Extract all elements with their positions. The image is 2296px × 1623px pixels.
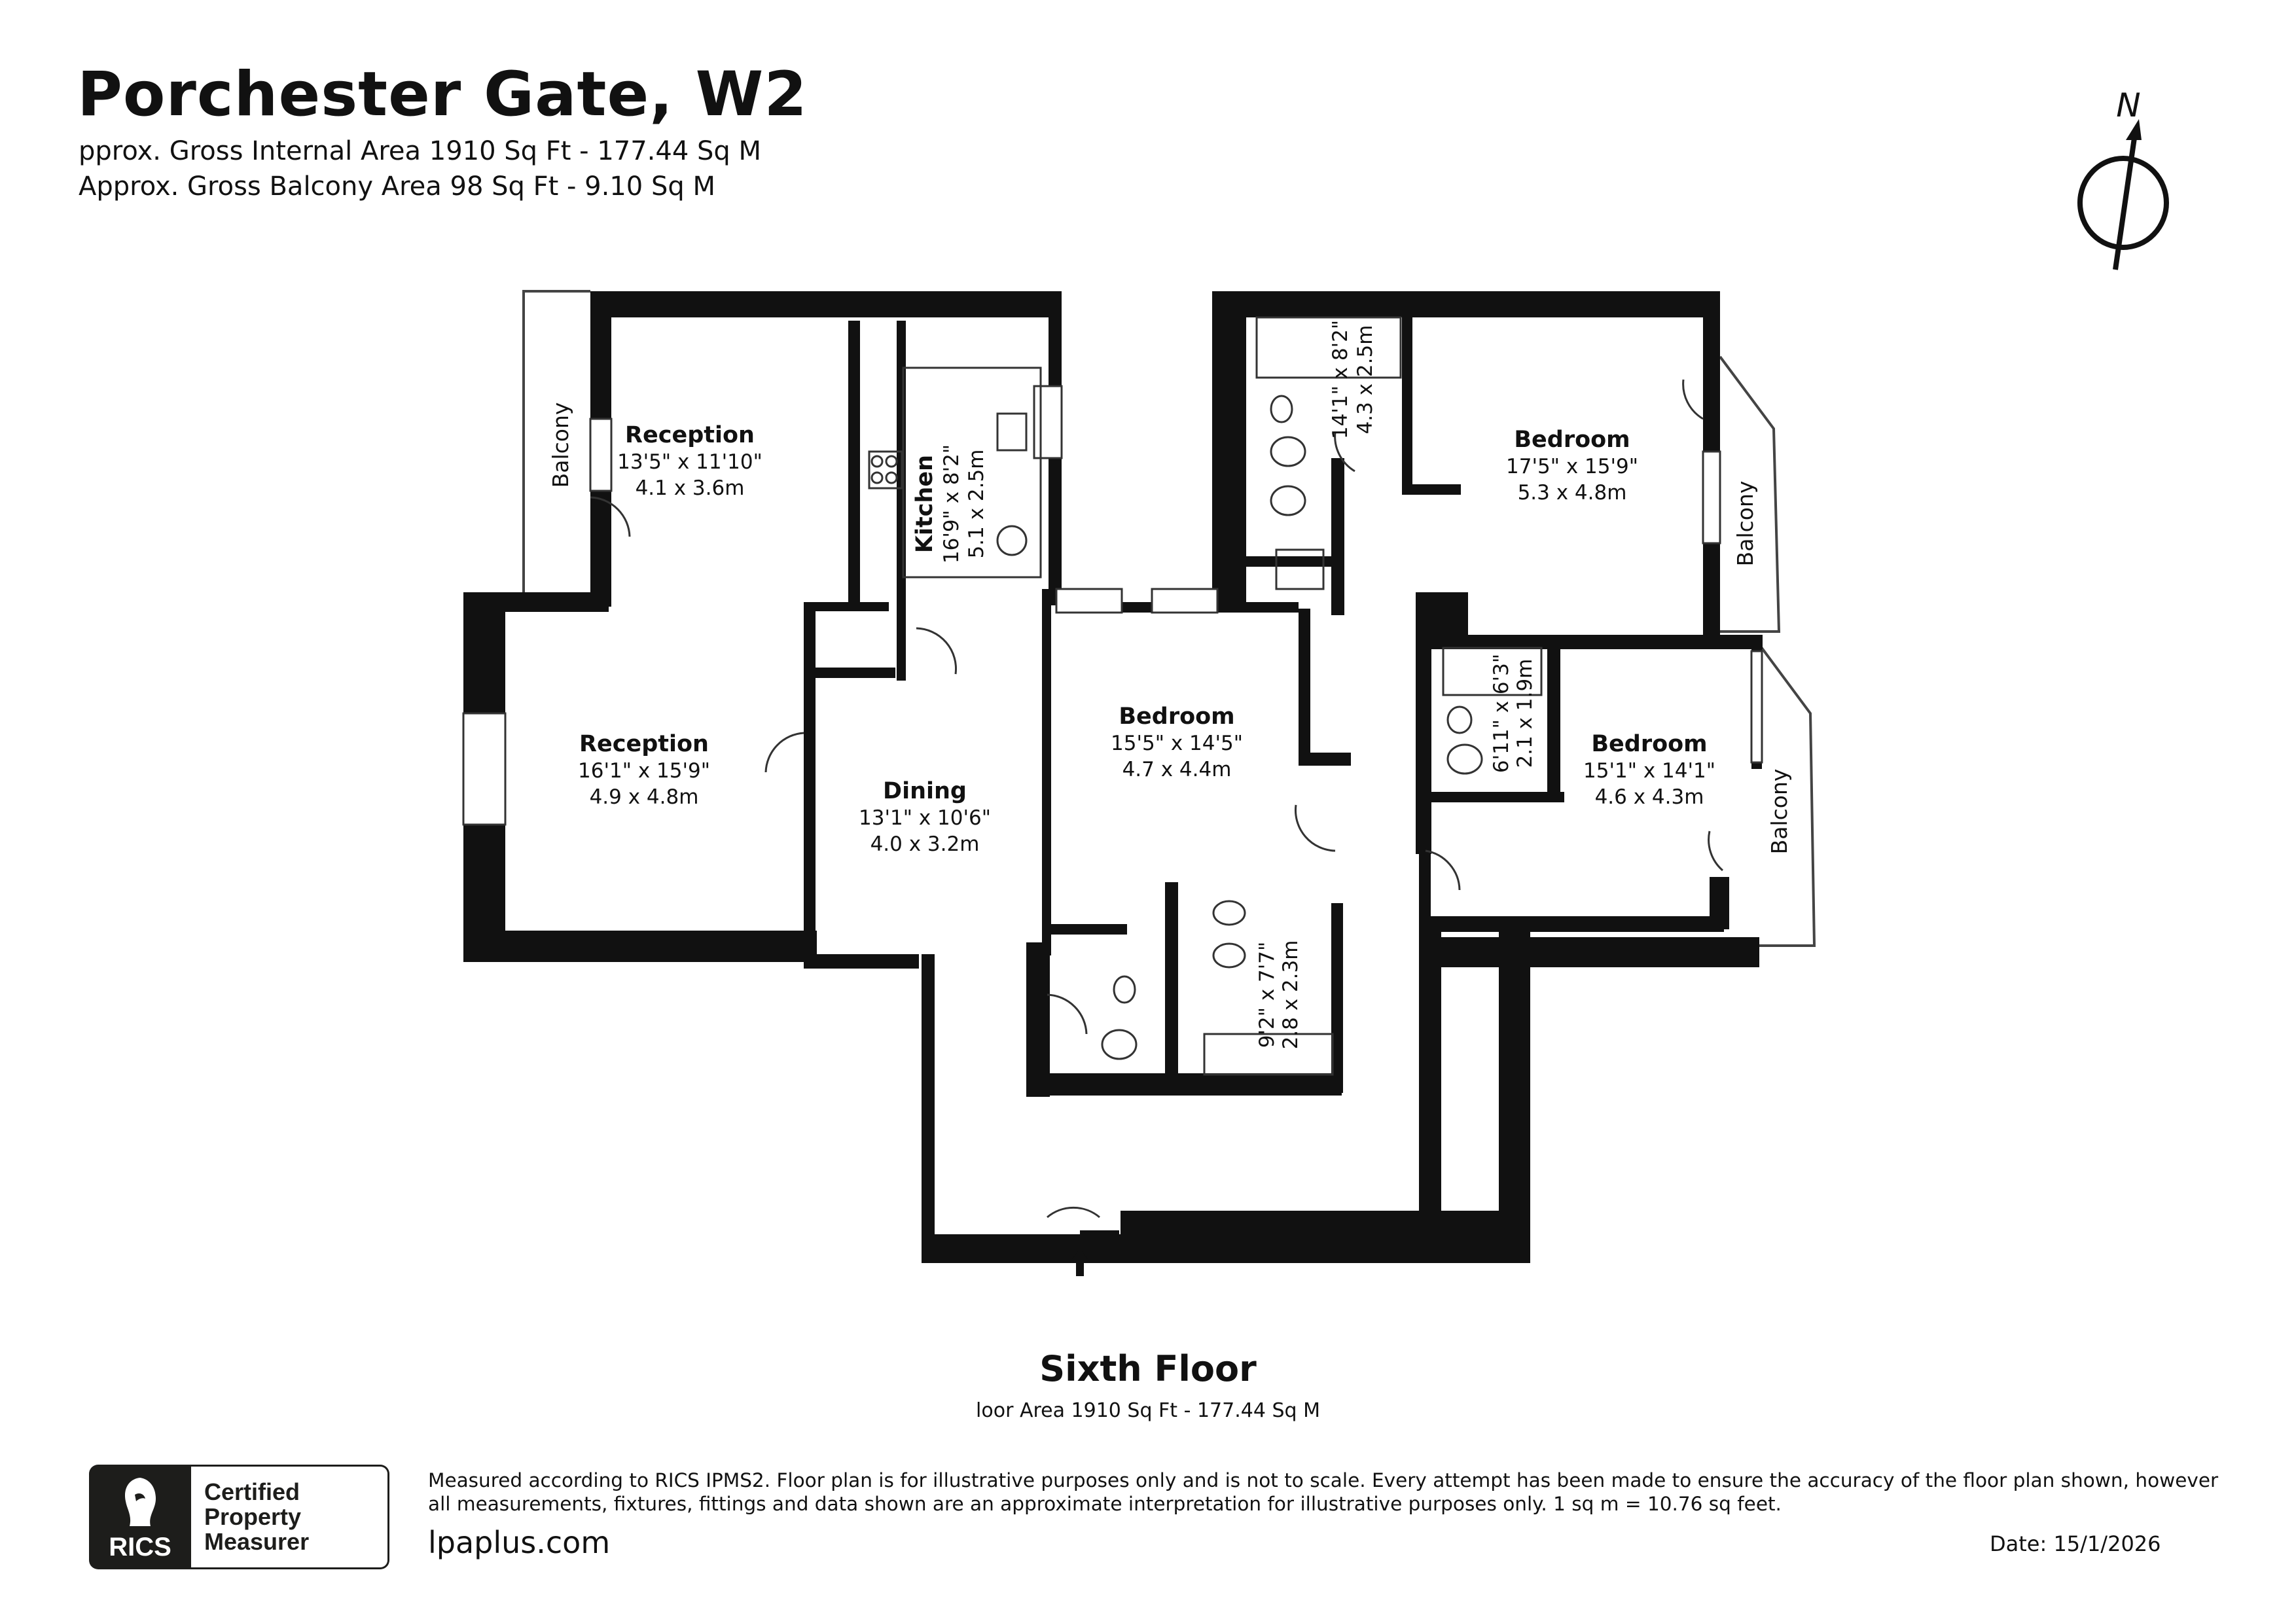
rics-line-1: Certified <box>204 1478 300 1505</box>
balcony-label: Balcony <box>1732 481 1758 567</box>
room-name: Reception <box>625 422 755 448</box>
room-imperial: 13'5" x 11'10" <box>617 450 762 474</box>
room-bathroom-2: 9'2" x 7'7" 2.8 x 2.3m <box>1255 940 1302 1050</box>
room-shower: 6'11" x 6'3" 2.1 x 1.9m <box>1490 654 1537 773</box>
room-reception-1: Reception 13'5" x 11'10" 4.1 x 3.6m <box>617 422 762 500</box>
room-metric: 4.6 x 4.3m <box>1595 785 1704 809</box>
room-bedroom-2: Bedroom 17'5" x 15'9" 5.3 x 4.8m <box>1506 427 1638 505</box>
room-imperial: 6'11" x 6'3" <box>1490 654 1513 773</box>
room-bathroom-1: 14'1" x 8'2" 4.3 x 2.5m <box>1329 320 1377 439</box>
room-imperial: 15'1" x 14'1" <box>1583 759 1715 783</box>
room-imperial: 17'5" x 15'9" <box>1506 455 1638 478</box>
balcony-area: Approx. Gross Balcony Area 98 Sq Ft - 9.… <box>79 171 715 202</box>
room-imperial: 9'2" x 7'7" <box>1255 942 1279 1048</box>
room-metric: 4.1 x 3.6m <box>636 476 745 500</box>
lion-icon <box>124 1478 156 1526</box>
disclaimer: Measured according to RICS IPMS2. Floor … <box>428 1469 2219 1515</box>
room-imperial: 13'1" x 10'6" <box>859 806 991 830</box>
room-metric: 2.1 x 1.9m <box>1513 659 1537 768</box>
north-compass-icon: N <box>2077 86 2169 270</box>
room-name: Reception <box>579 731 709 757</box>
room-metric: 5.3 x 4.8m <box>1518 481 1627 505</box>
room-metric: 4.9 x 4.8m <box>590 785 699 809</box>
room-name: Dining <box>883 778 967 804</box>
room-metric: 2.8 x 2.3m <box>1279 940 1302 1050</box>
room-name: Kitchen <box>912 455 938 553</box>
room-imperial: 16'1" x 15'9" <box>578 759 710 783</box>
room-metric: 4.7 x 4.4m <box>1122 758 1232 781</box>
room-metric: 5.1 x 2.5m <box>965 450 988 559</box>
room-imperial: 15'5" x 14'5" <box>1111 732 1243 755</box>
rics-line-2: Property <box>204 1503 302 1530</box>
room-name: Bedroom <box>1514 427 1630 453</box>
room-imperial: 16'9" x 8'2" <box>940 444 963 563</box>
rics-logo: RICS <box>89 1465 191 1569</box>
room-reception-2: Reception 16'1" x 15'9" 4.9 x 4.8m <box>578 731 710 809</box>
room-name: Bedroom <box>1119 704 1234 730</box>
windows <box>462 385 1763 826</box>
room-bedroom-3: Bedroom 15'1" x 14'1" 4.6 x 4.3m <box>1583 731 1715 809</box>
room-metric: 4.0 x 3.2m <box>870 832 980 856</box>
page-title: Porchester Gate, W2 <box>77 59 808 130</box>
rics-word: RICS <box>109 1533 171 1561</box>
compass-label: N <box>2116 86 2140 124</box>
fixtures <box>868 316 1543 1076</box>
room-imperial: 14'1" x 8'2" <box>1329 320 1352 439</box>
room-bedroom-1: Bedroom 15'5" x 14'5" 4.7 x 4.4m <box>1111 704 1243 781</box>
plan-date: Date: 15/1/2026 <box>1990 1531 2161 1556</box>
website-link[interactable]: lpaplus.com <box>428 1525 611 1560</box>
rics-line-3: Measurer <box>204 1528 310 1555</box>
room-metric: 4.3 x 2.5m <box>1354 325 1377 435</box>
room-kitchen: Kitchen 16'9" x 8'2" 5.1 x 2.5m <box>912 444 988 563</box>
balcony-label: Balcony <box>1767 769 1792 855</box>
doors <box>590 379 1723 1219</box>
room-dining: Dining 13'1" x 10'6" 4.0 x 3.2m <box>859 778 991 856</box>
floor-area: loor Area 1910 Sq Ft - 177.44 Sq M <box>976 1399 1320 1422</box>
balcony-label: Balcony <box>548 402 573 488</box>
room-name: Bedroom <box>1591 731 1707 757</box>
balconies <box>522 290 1816 947</box>
internal-area: pprox. Gross Internal Area 1910 Sq Ft - … <box>79 136 762 166</box>
rics-badge: RICS Certified Property Measurer <box>89 1465 391 1569</box>
floor-name: Sixth Floor <box>1039 1348 1257 1389</box>
entrance-arrow-icon <box>1069 1249 1090 1276</box>
